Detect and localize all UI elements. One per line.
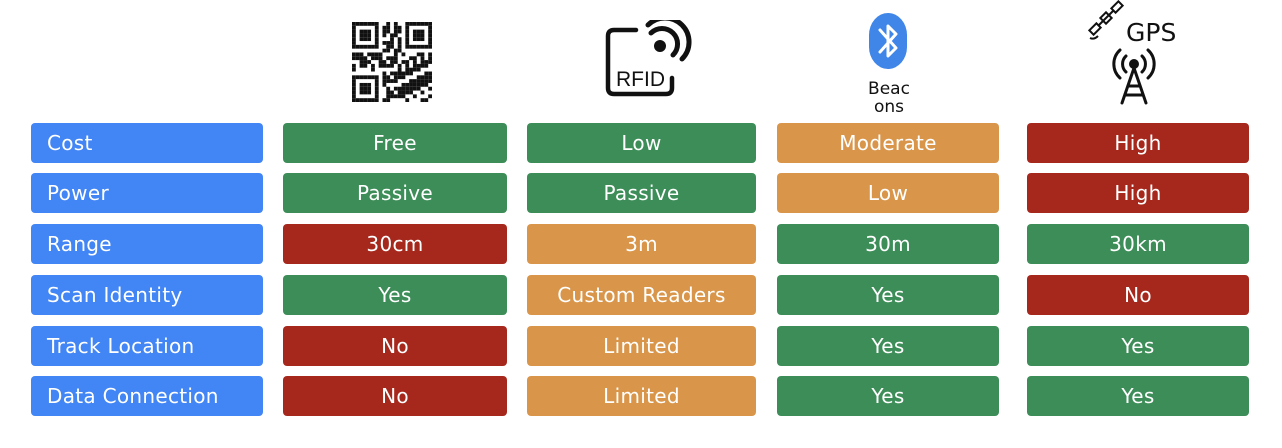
rfid-icon-text: RFID (616, 68, 665, 91)
cell-rfid-scan-identity: Custom Readers (527, 275, 756, 315)
cell-qr-track-location: No (283, 326, 507, 366)
cell-beacons-range: 30m (777, 224, 999, 264)
cell-gps-track-location: Yes (1027, 326, 1249, 366)
cell-rfid-power: Passive (527, 173, 756, 213)
cell-qr-scan-identity: Yes (283, 275, 507, 315)
cell-qr-data-connection: No (283, 376, 507, 416)
cell-qr-range: 30cm (283, 224, 507, 264)
cell-gps-range: 30km (1027, 224, 1249, 264)
header-qr (340, 0, 440, 120)
antenna-tower-icon (1112, 48, 1156, 105)
cell-beacons-track-location: Yes (777, 326, 999, 366)
cell-qr-cost: Free (283, 123, 507, 163)
cell-beacons-cost: Moderate (777, 123, 999, 163)
satellite-icon (1087, 0, 1125, 40)
cell-gps-scan-identity: No (1027, 275, 1249, 315)
cell-rfid-range: 3m (527, 224, 756, 264)
row-label-range: Range (31, 224, 263, 264)
row-label-cost: Cost (31, 123, 263, 163)
cell-gps-data-connection: Yes (1027, 376, 1249, 416)
header-beacons (840, 0, 940, 120)
cell-gps-cost: High (1027, 123, 1249, 163)
row-label-power: Power (31, 173, 263, 213)
qr-code-icon (352, 22, 432, 102)
cell-rfid-cost: Low (527, 123, 756, 163)
gps-label: GPS (1126, 18, 1177, 47)
cell-beacons-scan-identity: Yes (777, 275, 999, 315)
row-label-data-connection: Data Connection (31, 376, 263, 416)
bluetooth-icon (869, 13, 907, 69)
rfid-tag-icon: RFID (605, 20, 692, 97)
cell-beacons-power: Low (777, 173, 999, 213)
row-label-scan-identity: Scan Identity (31, 275, 263, 315)
header-gps (1080, 0, 1200, 120)
row-label-track-location: Track Location (31, 326, 263, 366)
cell-gps-power: High (1027, 173, 1249, 213)
cell-beacons-data-connection: Yes (777, 376, 999, 416)
cell-rfid-track-location: Limited (527, 326, 756, 366)
header-rfid: RFID (590, 0, 700, 120)
cell-qr-power: Passive (283, 173, 507, 213)
cell-rfid-data-connection: Limited (527, 376, 756, 416)
